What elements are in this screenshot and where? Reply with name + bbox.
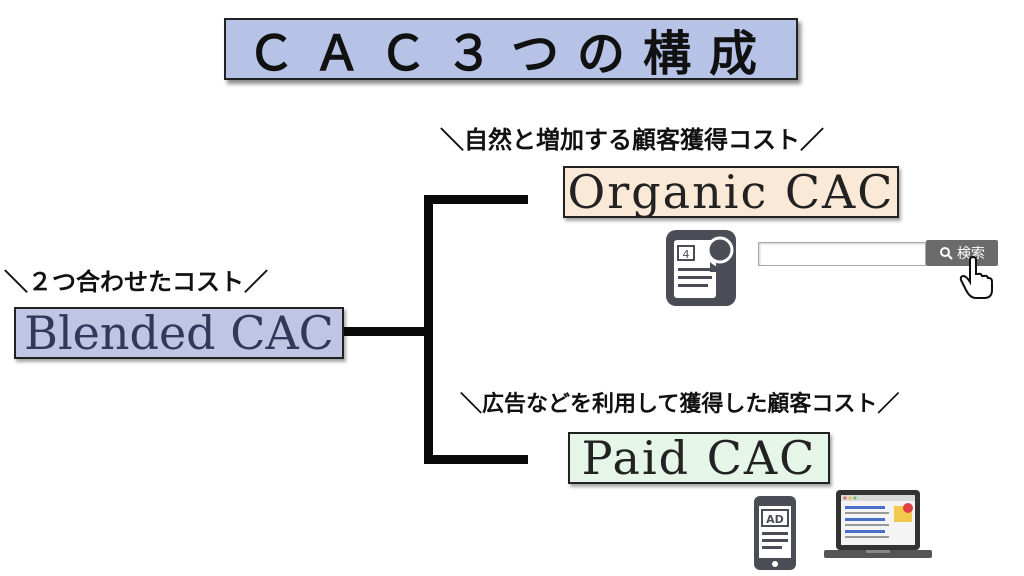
search-input-mock [758,242,926,266]
title-box: ＣＡＣ３つの構成 [224,18,798,82]
phone-ad-icon: AD [754,496,796,570]
hand-pointer-icon [959,256,993,299]
organic-caption: ＼自然と増加する顧客獲得コスト／ [440,125,824,154]
connector-paid-branch [424,455,528,464]
connector-vertical [424,195,433,463]
search-icon [940,247,953,260]
search-button-mock: 検索 [926,240,998,266]
paid-cac-node: Paid CAC [568,431,830,485]
organic-cac-node: Organic CAC [563,165,899,219]
article-icon: 4 [666,230,736,306]
paid-caption: ＼広告などを利用して獲得した顧客コスト／ [460,391,900,417]
connector-stem [344,327,428,336]
blended-cac-node: Blended CAC [14,306,344,360]
connector-organic-branch [424,195,528,204]
article-badge-text: 4 [683,248,690,261]
blended-caption: ＼２つ合わせたコスト／ [4,267,268,296]
laptop-ad-icon [824,490,932,558]
phone-ad-label: AD [766,513,784,526]
diagram-title: ＣＡＣ３つの構成 [246,26,775,82]
search-button-label: 検索 [957,246,985,262]
